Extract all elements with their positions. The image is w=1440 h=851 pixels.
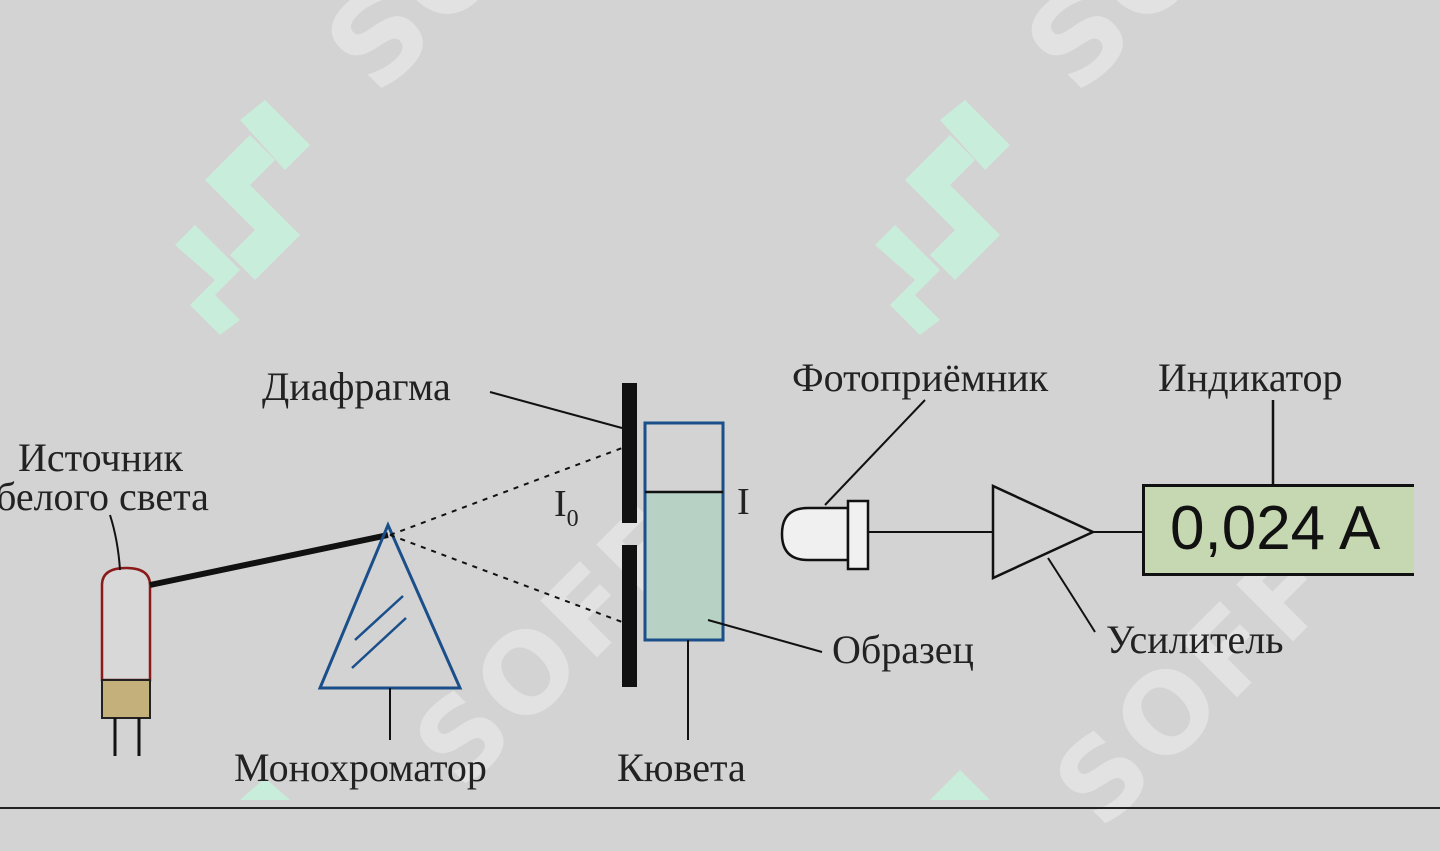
label-source-line1: Источник: [18, 435, 183, 480]
diaphragm-lower-plate: [622, 545, 637, 687]
indicator-display: [1142, 484, 1414, 576]
lamp-icon: [100, 566, 152, 756]
watermark-logo-icon: [175, 100, 310, 335]
label-source-line2: белого света: [0, 474, 209, 519]
watermark-logo-icon: [240, 770, 990, 800]
label-diaphragm: Диафрагма: [262, 364, 451, 409]
diagram-drawing: [0, 100, 1440, 809]
source-leader-line: [109, 514, 121, 571]
label-photodetector: Фотоприёмник: [792, 355, 1049, 400]
amplifier-leader-line: [1047, 557, 1096, 633]
label-intensity-in: I0: [554, 483, 579, 531]
label-monochromator: Монохроматор: [234, 745, 487, 790]
scattered-ray-upper: [389, 447, 623, 536]
photodetector-leader-line: [824, 399, 926, 506]
label-cuvette: Кювета: [617, 745, 746, 790]
diaphragm-leader-line: [489, 391, 623, 429]
intensity-in-symbol: I: [554, 483, 567, 525]
scattered-ray-lower: [389, 534, 623, 623]
amplifier-icon: [991, 484, 1096, 580]
intensity-in-subscript: 0: [566, 506, 579, 532]
cuvette: [643, 421, 725, 642]
diaphragm-upper-plate: [622, 383, 637, 523]
indicator-reading: 0,024 A: [1170, 494, 1381, 563]
label-amplifier: Усилитель: [1106, 617, 1284, 662]
prism-icon: [317, 521, 463, 690]
watermark-logo-icon: [875, 100, 1010, 335]
sample-leader-line: [707, 619, 823, 653]
label-sample: Образец: [832, 627, 974, 672]
white-light-beam: [149, 532, 389, 588]
sample-liquid: [645, 492, 723, 640]
label-intensity-out: I: [737, 481, 750, 523]
label-indicator: Индикатор: [1158, 355, 1343, 400]
photodetector-icon: [780, 499, 870, 571]
